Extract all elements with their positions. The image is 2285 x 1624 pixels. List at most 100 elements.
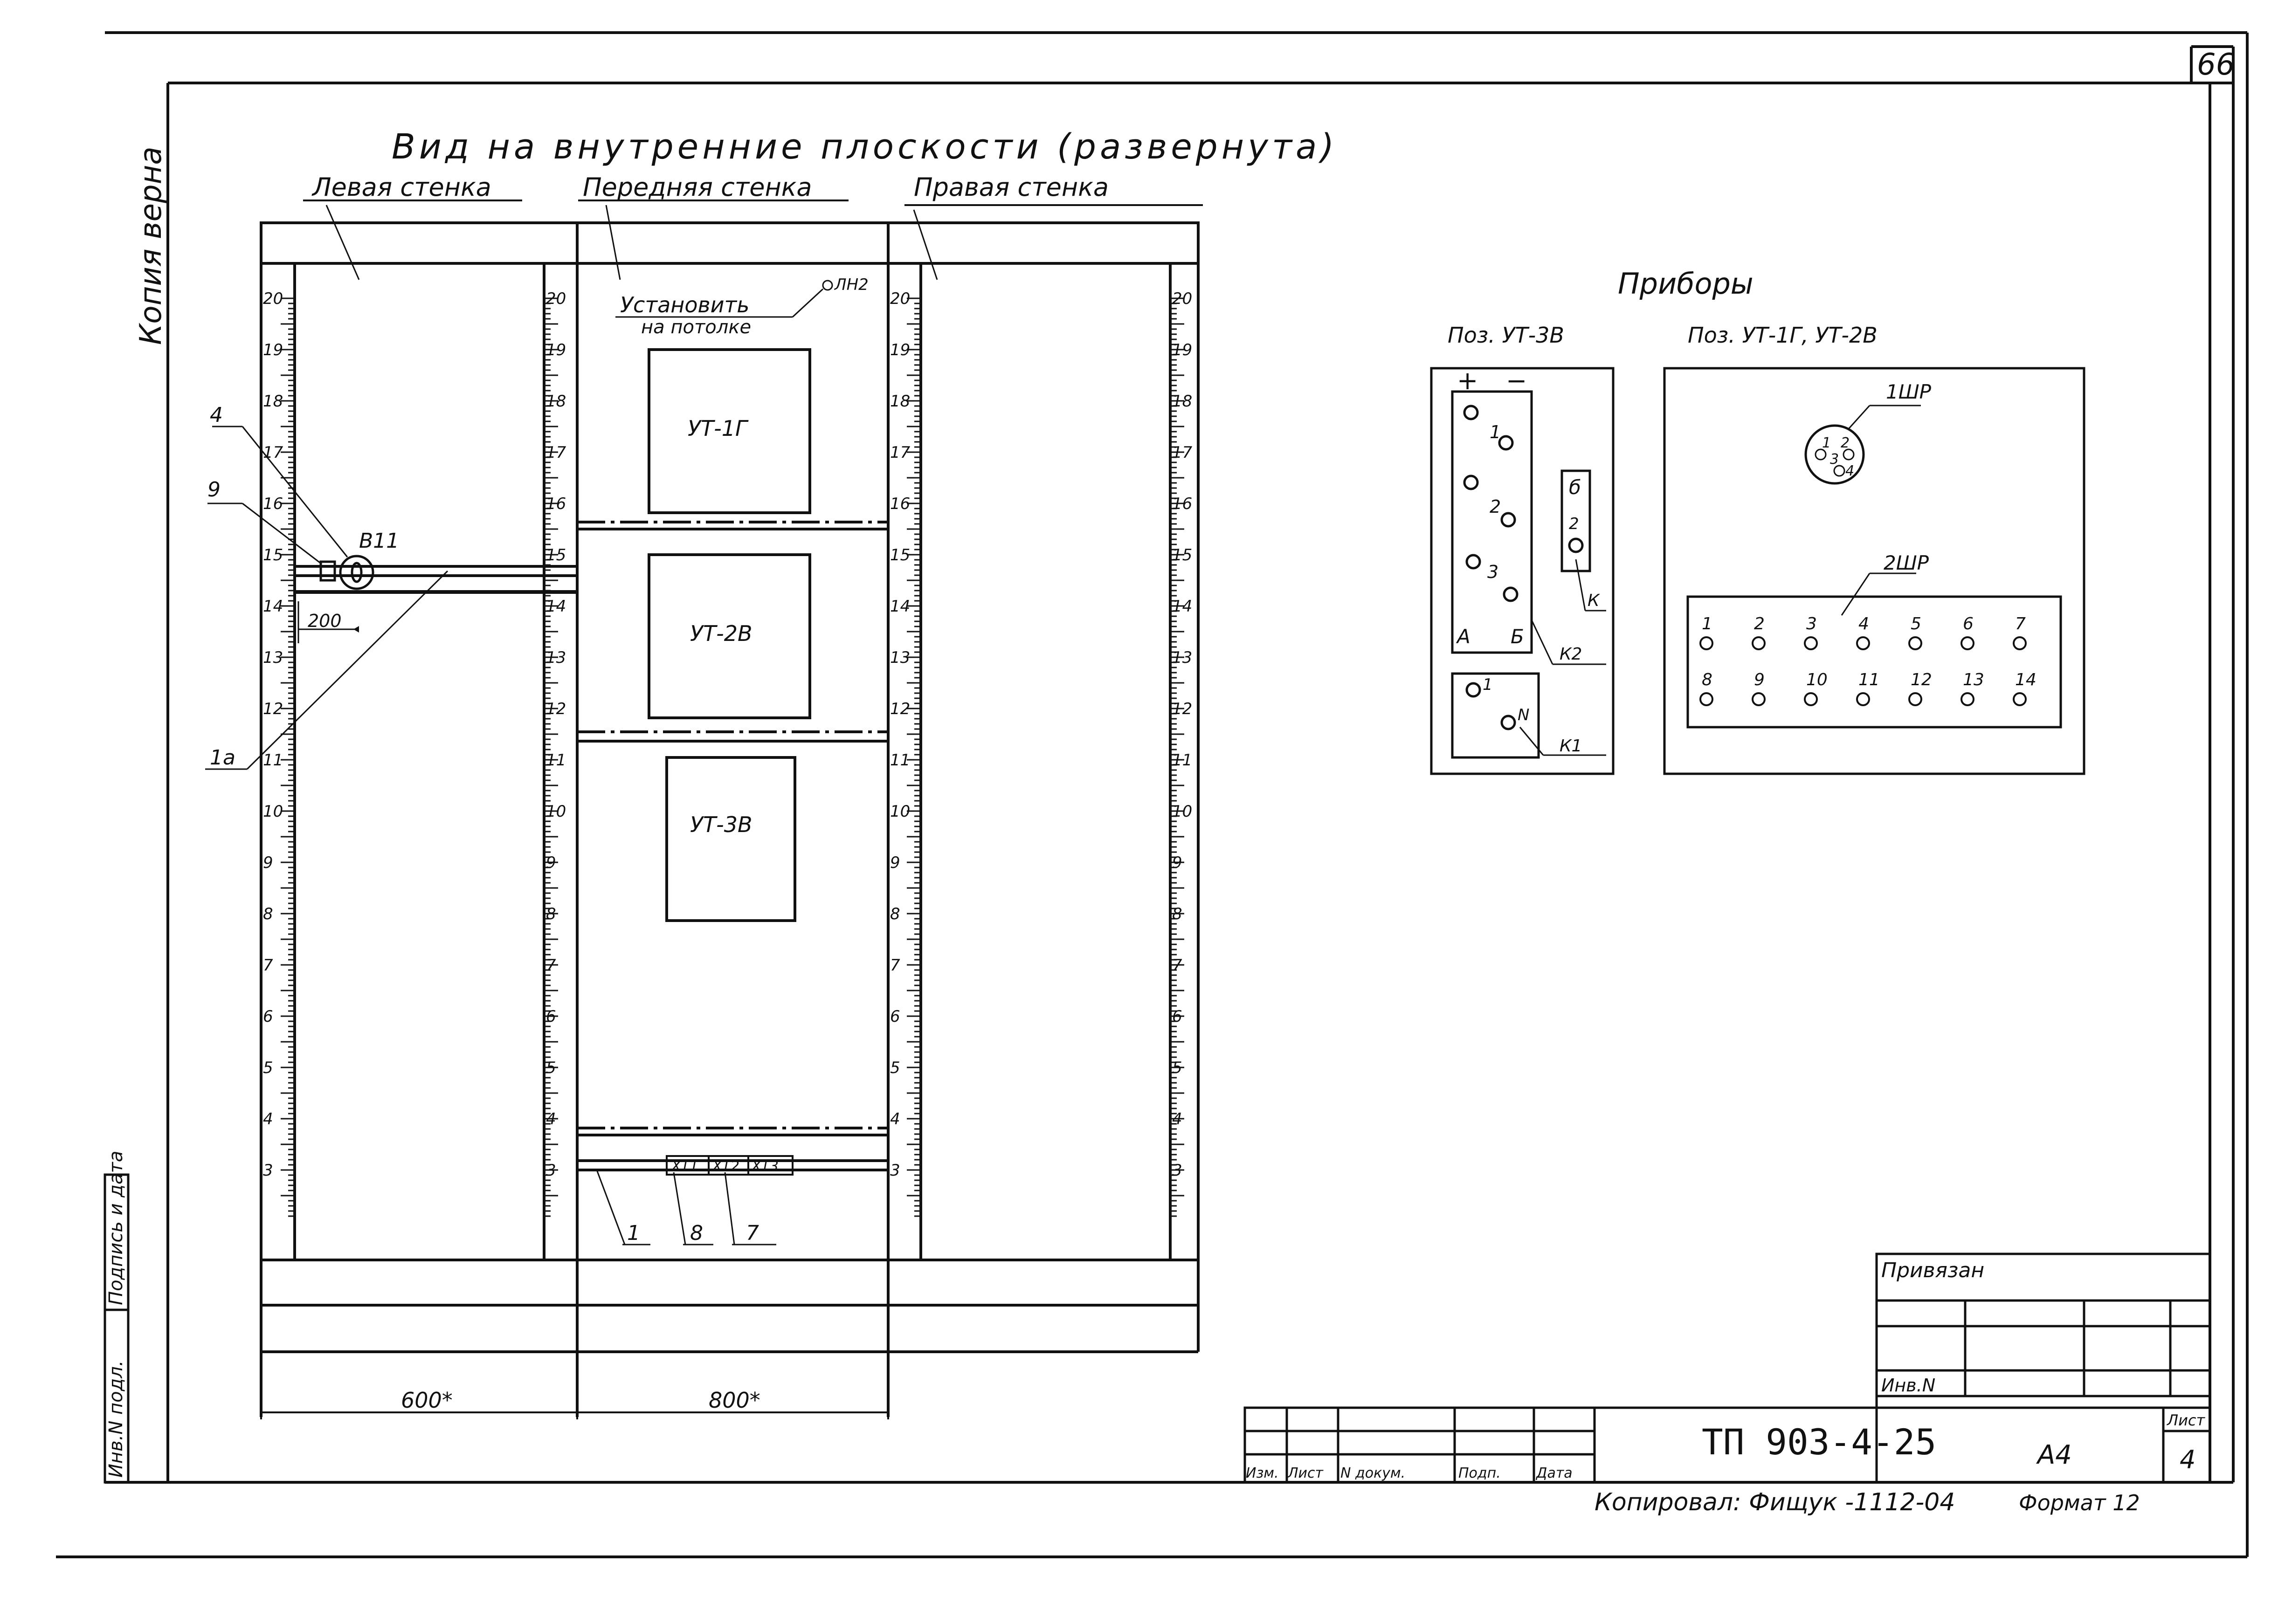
- conn2-pin-label: 12: [1911, 670, 1932, 689]
- wall-labels: Левая стенка Передняя стенка Правая стен…: [303, 172, 1203, 280]
- ruler-tick-label: 19: [546, 341, 566, 359]
- ruler-tick-label: 5: [1172, 1059, 1182, 1077]
- terminal-block: [666, 1155, 794, 1176]
- page-title: Вид на внутренние плоскости (развернута): [392, 127, 1338, 167]
- pos1-B: Б: [1511, 625, 1524, 648]
- conn2-pin-label: 4: [1858, 614, 1869, 633]
- conn2-pin-label: 7: [2015, 614, 2026, 633]
- pos1-k-pin-b: б: [1569, 476, 1581, 499]
- pos1-panel: [1430, 367, 1615, 775]
- ruler-tick-label: 13: [1172, 648, 1192, 667]
- conn2-pin: [1908, 636, 1922, 650]
- callout-1: 1: [627, 1221, 640, 1245]
- ruler-tick-label: 13: [546, 648, 566, 667]
- device-label-ut2v: УТ-2В: [690, 621, 752, 646]
- ruler-tick-label: 17: [1172, 443, 1193, 462]
- stamp-privyazan: Привязан: [1881, 1259, 1984, 1282]
- conn2-pin-label: 6: [1963, 614, 1974, 633]
- ruler-tick-label: 9: [263, 853, 273, 872]
- ruler-tick-label: 17: [263, 443, 283, 462]
- left-wall-device: [205, 426, 449, 770]
- conn2-pin: [1699, 692, 1713, 706]
- callout-9: 9: [207, 478, 221, 502]
- conn2-pin: [1961, 636, 1974, 650]
- stamp-inv: Инв.N: [1881, 1375, 1935, 1396]
- ruler-tick-label: 8: [546, 905, 556, 923]
- left-strip: [104, 1173, 130, 1484]
- ruler-tick-label: 9: [890, 853, 900, 872]
- ruler-tick-label: 14: [1172, 597, 1192, 616]
- ruler-tick-label: 9: [546, 853, 556, 872]
- pos1-k1-pin-n: N: [1518, 706, 1529, 724]
- ruler-tick-label: 15: [546, 546, 566, 564]
- device-label-ut1g: УТ-1Г: [688, 416, 749, 441]
- ruler-tick-label: 4: [1172, 1110, 1182, 1129]
- ruler-tick-label: 6: [890, 1007, 900, 1026]
- ruler-tick-label: 20: [890, 289, 910, 308]
- pos1-K1: К1: [1560, 736, 1582, 756]
- pos1-pin-2: 2: [1490, 496, 1501, 517]
- pos2-label: Поз. УТ-1Г, УТ-2В: [1688, 323, 1878, 348]
- ruler-tick-label: 8: [263, 905, 273, 923]
- ruler-tick-label: 17: [890, 443, 911, 462]
- svg-text:4: 4: [1845, 463, 1854, 479]
- callout-8: 8: [690, 1221, 703, 1245]
- conn2-pin: [1804, 692, 1818, 706]
- conn2-pin: [1961, 692, 1974, 706]
- pos1-K: К: [1588, 591, 1600, 610]
- instruments-title: Приборы: [1618, 267, 1753, 301]
- ruler-tick-label: 17: [546, 443, 566, 462]
- ruler-tick-label: 15: [1172, 546, 1192, 564]
- stamp-code: ТП 903-4-25: [1702, 1421, 1936, 1463]
- conn2-pin-label: 8: [1702, 670, 1712, 689]
- ruler-tick-label: 11: [546, 751, 566, 770]
- ceiling-note-1: Установить: [620, 292, 749, 317]
- terminal-xt3: ХТ3: [751, 1158, 779, 1175]
- ruler-tick-label: 4: [263, 1110, 273, 1129]
- pos2-panel: [1663, 367, 2085, 775]
- ruler-tick-label: 12: [263, 700, 283, 718]
- ruler-tick-label: 12: [890, 700, 910, 718]
- pos1-label: Поз. УТ-3В: [1448, 323, 1564, 348]
- terminal-xt2: ХТ2: [711, 1158, 739, 1175]
- svg-text:1: 1: [1822, 435, 1831, 451]
- ruler-tick-label: 6: [263, 1007, 273, 1026]
- pos1-A: А: [1456, 625, 1470, 648]
- ruler-tick-label: 7: [263, 956, 273, 975]
- conn2-pin: [1804, 636, 1818, 650]
- stamp-list-num: 4: [2180, 1445, 2195, 1474]
- ruler-tick-label: 20: [546, 289, 566, 308]
- ruler-tick-label: 10: [546, 802, 566, 821]
- conn2-label: 2ШР: [1884, 551, 1929, 574]
- conn1-pins: 1 2 3 4: [1815, 435, 1855, 479]
- ruler-tick-label: 5: [890, 1059, 900, 1077]
- title-block: [1243, 1252, 2211, 1484]
- conn2-pin-label: 14: [2015, 670, 2036, 689]
- ruler-tick-label: 10: [1172, 802, 1192, 821]
- conn2-pin-label: 9: [1754, 670, 1765, 689]
- stamp-copied: Копировал: Фищук -1112-04: [1595, 1488, 1955, 1516]
- dim-600: 600*: [401, 1388, 453, 1413]
- ruler-tick-label: 15: [890, 546, 910, 564]
- ruler-tick-label: 11: [890, 751, 910, 770]
- ruler-tick-label: 13: [263, 648, 283, 667]
- bottom-callouts: [596, 1170, 776, 1246]
- dim-800: 800*: [709, 1388, 760, 1413]
- ruler-tick-label: 16: [1172, 495, 1192, 513]
- ruler-tick-label: 7: [546, 956, 556, 975]
- conn2-pin: [1856, 692, 1870, 706]
- conn2-pin: [1752, 636, 1766, 650]
- ruler-tick-label: 19: [263, 341, 283, 359]
- ruler-tick-label: 11: [263, 751, 283, 770]
- ruler-tick-label: 5: [263, 1059, 273, 1077]
- ruler-tick-label: 18: [890, 392, 910, 411]
- callout-1a: 1а: [210, 746, 235, 770]
- device-label-ut3v: УТ-3В: [690, 812, 752, 837]
- ruler-tick-label: 19: [890, 341, 910, 359]
- pos1-K2: К2: [1560, 645, 1582, 664]
- ruler-tick-label: 4: [890, 1110, 900, 1129]
- conn2-pin-label: 10: [1806, 670, 1828, 689]
- front-wall-label: Передняя стенка: [583, 172, 812, 202]
- ruler-tick-label: 6: [546, 1007, 556, 1026]
